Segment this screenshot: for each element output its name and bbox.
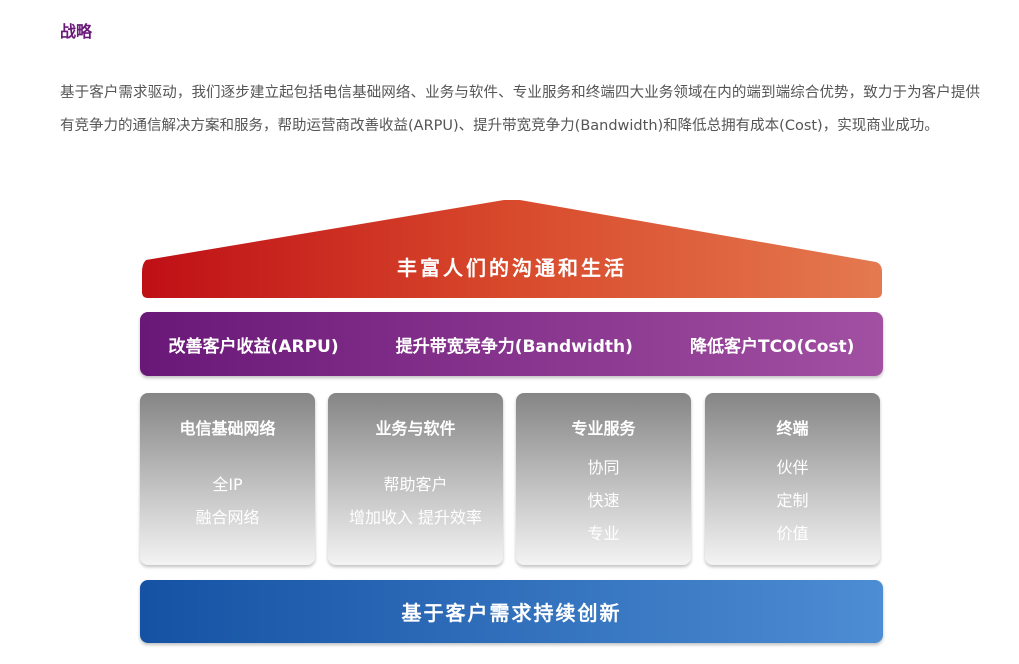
section-title: 战略 [60,22,93,41]
pillar-line: 增加收入 提升效率 [348,508,483,527]
pillar-devices: 终端 伙伴 定制 价值 [705,393,880,565]
pillar-software: 业务与软件 帮助客户 增加收入 提升效率 [328,393,503,565]
value-bar: 改善客户收益(ARPU) 提升带宽竞争力(Bandwidth) 降低客户TCO(… [140,312,883,376]
pillar-title: 电信基础网络 [179,419,276,438]
pillar-line: 快速 [587,491,620,510]
pillar-line: 全IP [212,475,243,494]
roof-label: 丰富人们的沟通和生活 [397,256,627,280]
pillar-network: 电信基础网络 全IP 融合网络 [140,393,315,565]
pillar-line: 定制 [776,491,809,510]
pillar-title: 终端 [776,419,809,438]
pillar-line: 专业 [587,524,620,543]
pillar-line: 融合网络 [195,508,260,527]
pillar-line: 伙伴 [776,458,809,477]
pillar-title: 业务与软件 [375,419,456,438]
foundation-bar: 基于客户需求持续创新 [140,580,883,643]
pillar-title: 专业服务 [571,419,636,438]
value-bandwidth: 提升带宽竞争力(Bandwidth) [395,336,633,357]
pillar-line: 价值 [776,524,809,543]
pillar-services: 专业服务 协同 快速 专业 [516,393,691,565]
value-cost: 降低客户TCO(Cost) [689,336,855,357]
pillar-line: 帮助客户 [383,475,448,494]
pillar-line: 协同 [587,458,620,477]
strategy-paragraph: 基于客户需求驱动，我们逐步建立起包括电信基础网络、业务与软件、专业服务和终端四大… [60,85,980,134]
value-arpu: 改善客户收益(ARPU) [168,336,339,357]
roof-shape [142,200,882,298]
